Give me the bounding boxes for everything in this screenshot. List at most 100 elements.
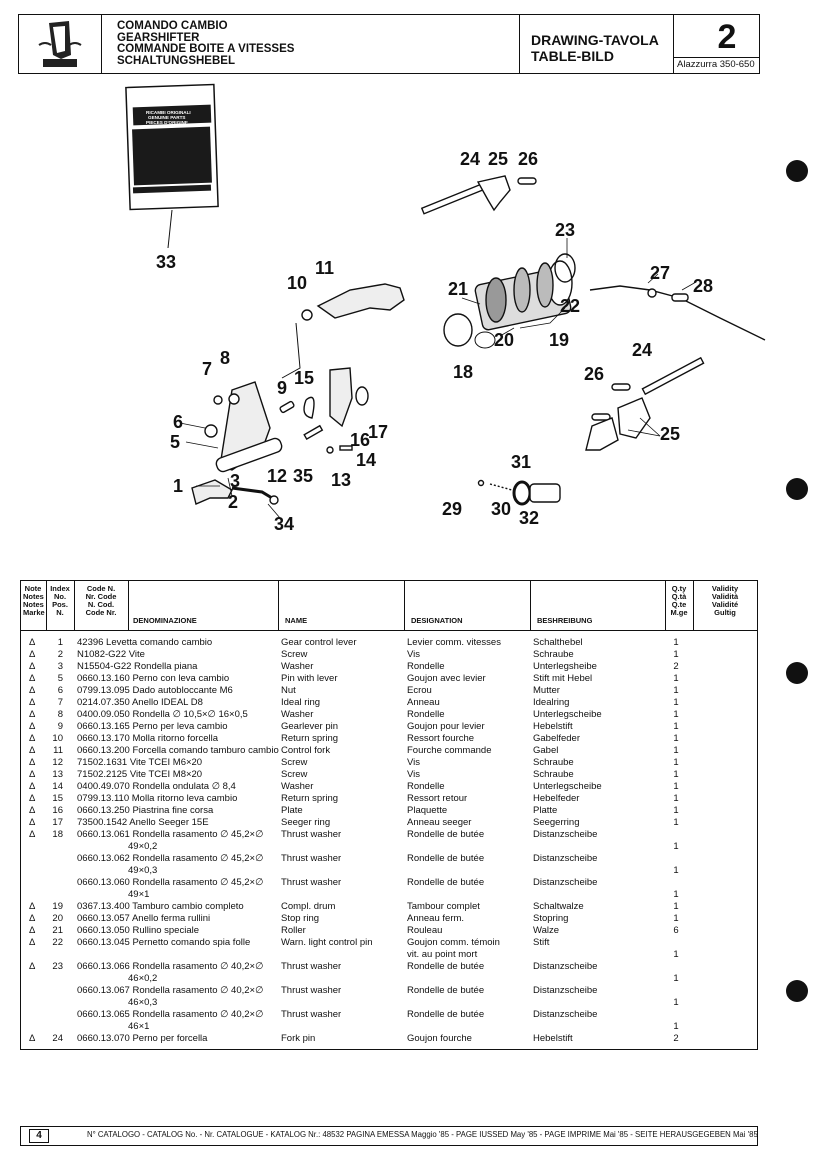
column-divider: [665, 581, 666, 630]
header-code-line: Code Nr.: [85, 608, 117, 617]
row-quantity: 1: [673, 757, 679, 768]
row-code-description: 0660.13.160 Perno con leva cambio: [77, 673, 230, 684]
row-index: 15: [52, 793, 63, 804]
header-note-line: Notes: [23, 600, 44, 609]
header-validity-line: Gultig: [714, 608, 736, 617]
row-mark: Δ: [29, 937, 36, 948]
row-name: Thrust washer: [281, 985, 342, 996]
row-description-continued: 46×0,2: [128, 973, 158, 984]
row-index: 7: [57, 697, 63, 708]
row-designation: Goujon avec levier: [407, 673, 486, 684]
callout-25-right: 25: [660, 424, 680, 444]
row-beschreibung: Platte: [533, 805, 558, 816]
column-divider: [530, 581, 531, 630]
row-code-description: 0660.13.060 Rondella rasamento ∅ 45,2×∅: [77, 877, 264, 888]
row-beschreibung: Gabel: [533, 745, 559, 756]
row-name: Warn. light control pin: [281, 937, 373, 948]
row-quantity: 1: [673, 865, 679, 876]
row-quantity: 1: [673, 997, 679, 1008]
header-qty: Q.ty Q.tà Q.te M.ge: [667, 585, 691, 617]
row-code-description: 0660.13.065 Rondella rasamento ∅ 40,2×∅: [77, 1009, 264, 1020]
punch-hole: [786, 478, 808, 500]
row-mark: Δ: [29, 769, 36, 780]
row-index: 17: [52, 817, 63, 828]
row-quantity: 2: [673, 661, 679, 672]
callout-26-top: 26: [518, 149, 538, 169]
row-designation: Vis: [407, 757, 421, 768]
row-name: Thrust washer: [281, 829, 342, 840]
row-quantity: 1: [673, 805, 679, 816]
row-description-continued: 49×1: [128, 889, 150, 900]
callout-15: 15: [294, 368, 314, 388]
row-name: Gearlever pin: [281, 721, 339, 732]
header-note: Note Notes Notes Marke: [23, 584, 45, 617]
row-quantity: 1: [673, 649, 679, 660]
callout-5: 5: [170, 432, 180, 452]
row-designation: Vis: [407, 769, 421, 780]
row-designation: Rondelle de butée: [407, 985, 485, 996]
callout-27: 27: [650, 263, 670, 283]
row-code-description: 0660.13.062 Rondella rasamento ∅ 45,2×∅: [77, 853, 264, 864]
column-divider: [278, 581, 279, 630]
row-beschreibung: Hebelstift: [533, 1033, 573, 1044]
row-quantity: 1: [673, 673, 679, 684]
row-designation: Ecrou: [407, 685, 432, 696]
callout-24-right: 24: [632, 340, 652, 360]
row-designation: Plaquette: [407, 805, 448, 816]
row-mark: Δ: [29, 781, 36, 792]
row-beschreibung: Distanzscheibe: [533, 853, 598, 864]
header-code: Code N. Nr. Code N. Cod. Code Nr.: [76, 585, 126, 617]
callout-3: 3: [230, 471, 240, 491]
row-name: Compl. drum: [281, 901, 336, 912]
header-index: Index No. Pos. N.: [48, 585, 72, 617]
callout-2: 2: [228, 492, 238, 512]
row-mark: Δ: [29, 757, 36, 768]
row-mark: Δ: [29, 697, 36, 708]
row-description-continued: 46×1: [128, 1021, 150, 1032]
callout-26-right: 26: [584, 364, 604, 384]
section-titles: COMANDO CAMBIO GEARSHIFTER COMMANDE BOIT…: [117, 20, 294, 67]
header-index-line: Pos.: [52, 600, 68, 609]
row-designation: Rondelle: [407, 661, 445, 672]
header-code-line: Code N.: [86, 584, 116, 593]
row-mark: Δ: [29, 829, 36, 840]
callout-1: 1: [173, 476, 183, 496]
row-mark: Δ: [29, 637, 36, 648]
callout-22: 22: [560, 296, 580, 316]
page-footer: 4 N° CATALOGO - CATALOG No. - Nr. CATALO…: [20, 1126, 758, 1146]
row-designation: Goujon pour levier: [407, 721, 485, 732]
header-qty-line: Q.tà: [671, 592, 687, 601]
row-name: Fork pin: [281, 1033, 316, 1044]
row-index: 24: [52, 1033, 63, 1044]
row-mark: Δ: [29, 661, 36, 672]
row-name: Washer: [281, 781, 314, 792]
column-divider: [46, 581, 47, 630]
row-mark: Δ: [29, 685, 36, 696]
row-name: Washer: [281, 661, 314, 672]
row-name: Stop ring: [281, 913, 320, 924]
row-designation: Rondelle: [407, 781, 445, 792]
callout-29: 29: [442, 499, 462, 519]
row-code-description: 0799.13.095 Dado autobloccante M6: [77, 685, 233, 696]
row-code-description: 42396 Levetta comando cambio: [77, 637, 213, 648]
header-validity-line: Validity: [711, 584, 739, 593]
catalog-info: N° CATALOGO - CATALOG No. - Nr. CATALOGU…: [87, 1130, 758, 1139]
row-index: 18: [52, 829, 63, 840]
callout-21: 21: [448, 279, 468, 299]
row-beschreibung: Distanzscheibe: [533, 1009, 598, 1020]
row-mark: Δ: [29, 817, 36, 828]
row-name: Gear control lever: [281, 637, 357, 648]
parts-booklet: RICAMBI ORIGINALI GENUINE PARTS PIECES D…: [125, 83, 219, 249]
row-code-description: N15504-G22 Rondella piana: [77, 661, 198, 672]
header-note-line: Note: [24, 584, 42, 593]
row-index: 13: [52, 769, 63, 780]
callout-10: 10: [287, 273, 307, 293]
row-code-description: 0214.07.350 Anello IDEAL D8: [77, 697, 203, 708]
row-mark: Δ: [29, 961, 36, 972]
row-quantity: 1: [673, 901, 679, 912]
page-number: 4: [29, 1129, 49, 1143]
row-beschreibung: Schaltwalze: [533, 901, 584, 912]
header-qty-line: Q.te: [671, 600, 687, 609]
row-beschreibung: Schraube: [533, 649, 574, 660]
row-quantity: 6: [673, 925, 679, 936]
